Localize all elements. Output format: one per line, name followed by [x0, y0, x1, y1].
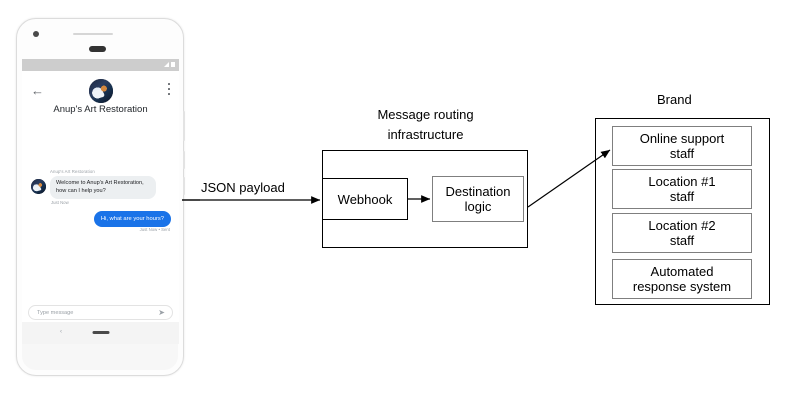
kebab-menu-icon[interactable] — [168, 83, 170, 95]
page-title: Anup's Art Restoration — [53, 104, 148, 115]
incoming-sender-label: Anup's Art Restoration — [50, 169, 95, 174]
front-camera-icon — [33, 31, 39, 37]
send-icon[interactable]: ➤ — [158, 308, 165, 317]
infrastructure-title: Message routing infrastructure — [343, 105, 508, 145]
signal-icon — [164, 62, 169, 67]
chat-app-header: ← Anup's Art Restoration — [22, 71, 179, 129]
speaker-grille-icon — [89, 46, 106, 52]
brand-container — [595, 118, 770, 305]
brand-item-3-line2: response system — [632, 279, 732, 294]
volume-down-button[interactable] — [183, 177, 185, 195]
incoming-message-bubble: Welcome to Anup's Art Restoration, how c… — [50, 176, 156, 199]
incoming-timestamp: Just Now — [51, 200, 69, 205]
brand-item-automated-response-system[interactable]: Automated response system — [612, 259, 752, 299]
brand-item-0-line2: staff — [669, 146, 695, 161]
message-input[interactable]: Type message ➤ — [28, 305, 173, 320]
brand-title: Brand — [657, 92, 692, 107]
brand-item-0-line1: Online support — [639, 131, 725, 146]
outgoing-message-bubble: Hi, what are your hours? — [93, 211, 171, 227]
brand-item-2-line1: Location #2 — [648, 218, 716, 233]
battery-icon — [171, 62, 175, 67]
phone-mockup: ← Anup's Art Restoration Anup's Art Rest… — [16, 18, 185, 376]
infrastructure-title-line2: infrastructure — [387, 127, 464, 142]
destination-logic-label-line2: logic — [464, 199, 492, 214]
destination-logic-node[interactable]: Destination logic — [432, 176, 524, 222]
infrastructure-title-line1: Message routing — [377, 107, 474, 122]
chat-thread: Anup's Art Restoration Welcome to Anup's… — [22, 169, 179, 306]
brand-item-online-support-staff[interactable]: Online support staff — [612, 126, 752, 166]
back-arrow-icon[interactable]: ← — [31, 83, 44, 98]
brand-avatar — [88, 79, 113, 103]
nav-back-icon[interactable]: ‹ — [60, 329, 62, 335]
brand-item-location-1-staff[interactable]: Location #1 staff — [612, 169, 752, 209]
message-input-placeholder: Type message — [37, 310, 74, 316]
nav-home-pill-icon[interactable] — [92, 331, 109, 334]
brand-item-location-2-staff[interactable]: Location #2 staff — [612, 213, 752, 253]
json-payload-label: JSON payload — [201, 180, 285, 195]
webhook-node-label: Webhook — [337, 191, 393, 207]
status-bar — [22, 59, 179, 71]
brand-item-1-line1: Location #1 — [648, 174, 716, 189]
brand-item-3-line1: Automated — [650, 264, 714, 279]
phone-screen: ← Anup's Art Restoration Anup's Art Rest… — [22, 59, 179, 344]
brand-item-1-line2: staff — [669, 189, 695, 204]
earpiece-icon — [73, 33, 113, 35]
phone-chin — [22, 344, 178, 370]
destination-logic-label-line1: Destination — [445, 184, 511, 199]
power-button[interactable] — [183, 111, 185, 141]
brand-item-2-line2: staff — [669, 233, 695, 248]
android-nav-bar: ‹ — [22, 322, 179, 344]
volume-up-button[interactable] — [183, 151, 185, 169]
sender-avatar — [31, 179, 46, 194]
webhook-node[interactable]: Webhook — [322, 178, 408, 220]
outgoing-timestamp: Just Now • Sent — [139, 227, 170, 232]
